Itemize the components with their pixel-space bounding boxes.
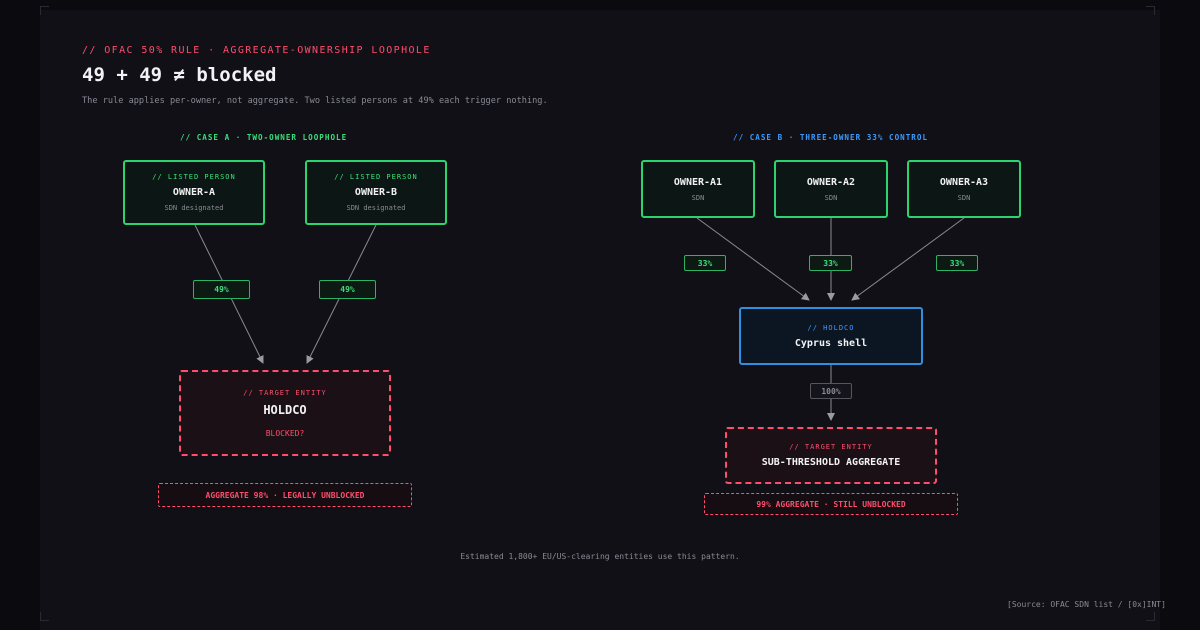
- owner-a-node: // LISTED PERSON OWNER-A SDN designated: [123, 160, 265, 225]
- owner-a-name: OWNER-A: [172, 187, 216, 198]
- cyprus-holdco-name: Cyprus shell: [794, 337, 868, 349]
- owner-a2-node: OWNER-A2 SDN: [774, 160, 888, 218]
- owner-b-node: // LISTED PERSON OWNER-B SDN designated: [305, 160, 447, 225]
- kicker: // OFAC 50% RULE · AGGREGATE-OWNERSHIP L…: [82, 45, 431, 56]
- owner-b-name: OWNER-B: [354, 187, 398, 198]
- owner-a1-desc: SDN: [691, 193, 705, 202]
- owner-a3-desc: SDN: [957, 193, 971, 202]
- page-title: 49 + 49 ≠ blocked: [82, 64, 277, 86]
- owner-a2-name: OWNER-A2: [806, 176, 856, 188]
- edge-owner-a1-cyprus: [696, 217, 810, 301]
- cyprus-holdco-node: // HOLDCO Cyprus shell: [739, 307, 923, 365]
- holdco-target-tag: // TARGET ENTITY: [243, 388, 327, 397]
- owner-a1-share-badge: 33%: [684, 255, 726, 271]
- owner-a-desc: SDN designated: [164, 204, 224, 212]
- sub-threshold-target-name: SUB-THRESHOLD AGGREGATE: [761, 457, 901, 468]
- owner-a1-node: OWNER-A1 SDN: [641, 160, 755, 218]
- owner-a3-name: OWNER-A3: [939, 176, 989, 188]
- holdco-target-node: // TARGET ENTITY HOLDCO BLOCKED?: [179, 370, 391, 456]
- case-b-title: // CASE B · THREE-OWNER 33% CONTROL: [733, 133, 929, 142]
- case-a-verdict-banner: AGGREGATE 98% · LEGALLY UNBLOCKED: [158, 483, 412, 507]
- owner-a3-share-badge: 33%: [936, 255, 978, 271]
- holdco-target-status: BLOCKED?: [265, 428, 305, 438]
- owner-a-tag: // LISTED PERSON: [152, 173, 236, 181]
- cyprus-share-badge: 100%: [810, 383, 852, 399]
- owner-b-desc: SDN designated: [346, 204, 406, 212]
- corner-mark-bottom-left: [40, 612, 49, 621]
- corner-mark-bottom-right: [1146, 612, 1155, 621]
- diagram-panel: [40, 10, 1160, 630]
- owner-b-tag: // LISTED PERSON: [334, 173, 418, 181]
- source-citation: [Source: OFAC SDN list / [0x]INT]: [1007, 600, 1166, 609]
- footnote: Estimated 1,800+ EU/US-clearing entities…: [460, 552, 740, 561]
- cyprus-holdco-tag: // HOLDCO: [807, 323, 855, 332]
- owner-b-share-badge: 49%: [319, 280, 376, 299]
- owner-a2-share-badge: 33%: [809, 255, 852, 271]
- corner-mark-top-left: [40, 6, 49, 15]
- edge-owner-a3-cyprus: [851, 217, 965, 301]
- sub-threshold-target-tag: // TARGET ENTITY: [789, 443, 873, 451]
- case-b-verdict-banner: 99% AGGREGATE · STILL UNBLOCKED: [704, 493, 958, 515]
- owner-a1-name: OWNER-A1: [673, 176, 723, 188]
- holdco-target-name: HOLDCO: [263, 402, 307, 417]
- owner-a3-node: OWNER-A3 SDN: [907, 160, 1021, 218]
- owner-a-share-badge: 49%: [193, 280, 250, 299]
- case-a-title: // CASE A · TWO-OWNER LOOPHOLE: [180, 133, 348, 142]
- page-subtitle: The rule applies per-owner, not aggregat…: [82, 96, 548, 106]
- owner-a2-desc: SDN: [824, 193, 838, 202]
- corner-mark-top-right: [1146, 6, 1155, 15]
- sub-threshold-target-node: // TARGET ENTITY SUB-THRESHOLD AGGREGATE: [725, 427, 937, 484]
